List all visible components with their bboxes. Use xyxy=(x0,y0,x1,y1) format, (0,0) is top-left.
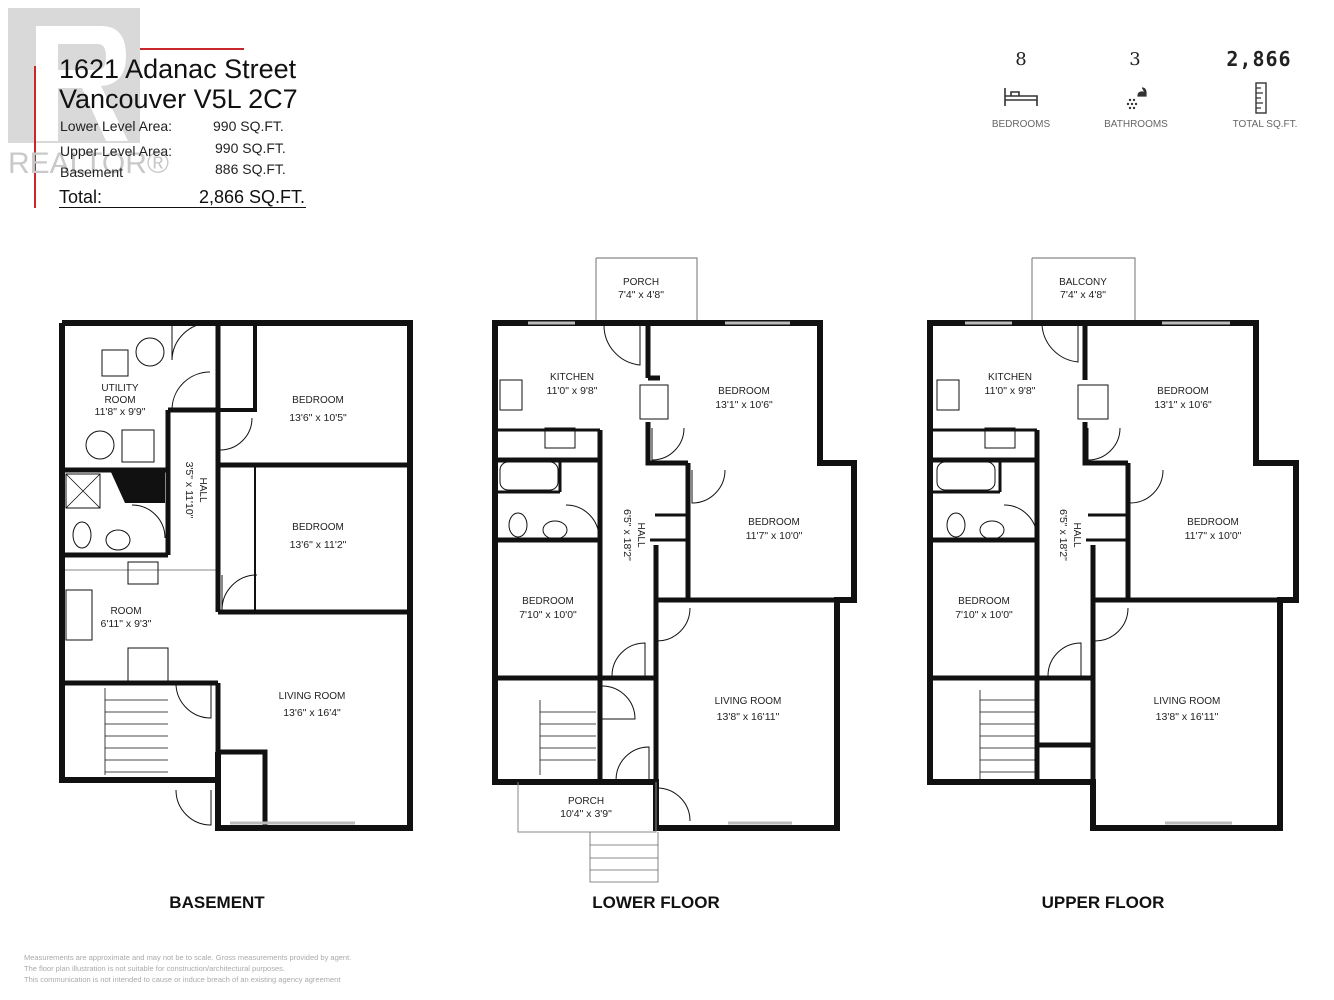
upper-bedroom1-dim: 13'1" x 10'6" xyxy=(1154,399,1212,411)
lower-living-name: LIVING ROOM xyxy=(715,696,782,707)
disclaimer-line1: Measurements are approximate and may not… xyxy=(24,953,352,962)
basement-living-dim: 13'6" x 16'4" xyxy=(283,707,341,719)
upper-hall-name: HALL xyxy=(1071,522,1082,547)
basement-room-dim: 6'11" x 9'3" xyxy=(101,618,152,630)
upper-floor-plan xyxy=(927,257,1299,831)
lower-level-value: 990 SQ.FT. xyxy=(213,118,284,134)
upper-floor-title: UPPER FLOOR xyxy=(1041,893,1165,912)
lower-living-dim: 13'8" x 16'11" xyxy=(717,711,780,723)
lower-level-label: Lower Level Area: xyxy=(60,118,173,134)
bathrooms-label: BATHROOMS xyxy=(1104,119,1168,130)
lower-kitchen-name: KITCHEN xyxy=(550,372,594,383)
basement-value: 886 SQ.FT. xyxy=(215,161,286,177)
upper-kitchen-name: KITCHEN xyxy=(988,372,1032,383)
bedrooms-label: BEDROOMS xyxy=(991,119,1051,130)
lower-porch-top-name: PORCH xyxy=(623,277,659,288)
address-line2: Vancouver V5L 2C7 xyxy=(59,84,298,114)
basement-bedroom1-dim: 13'6" x 10'5" xyxy=(289,412,347,424)
upper-balcony-name: BALCONY xyxy=(1059,277,1107,288)
realtor-logo: REALTOR® xyxy=(8,8,244,208)
lower-floor-plan xyxy=(492,257,857,883)
total-sqft-value: 2,866 xyxy=(1226,47,1292,71)
lower-bedroom1-dim: 13'1" x 10'6" xyxy=(715,399,773,411)
lower-bedroom3-dim: 7'10" x 10'0" xyxy=(519,609,577,621)
upper-level-label: Upper Level Area: xyxy=(60,143,173,159)
disclaimer-line3: This communication is not intended to ca… xyxy=(24,975,341,984)
basement-living-name: LIVING ROOM xyxy=(279,691,346,702)
basement-hall-dim: 3'5" x 11'10" xyxy=(183,462,195,519)
upper-kitchen-dim: 11'0" x 9'8" xyxy=(985,385,1036,397)
basement-title: BASEMENT xyxy=(169,893,265,912)
upper-living-dim: 13'8" x 16'11" xyxy=(1156,711,1219,723)
total-value: 2,866 SQ.FT. xyxy=(199,187,306,207)
basement-hall-name: HALL xyxy=(197,477,208,502)
basement-bedroom2-name: BEDROOM xyxy=(292,522,344,533)
basement-bedroom2-dim: 13'6" x 11'2" xyxy=(290,539,347,551)
lower-bedroom3-name: BEDROOM xyxy=(522,596,574,607)
upper-bedroom3-dim: 7'10" x 10'0" xyxy=(955,609,1013,621)
address-line1: 1621 Adanac Street xyxy=(59,54,297,84)
basement-plan xyxy=(59,320,413,831)
lower-porch-bottom-name: PORCH xyxy=(568,796,604,807)
lower-bedroom2-name: BEDROOM xyxy=(748,517,800,528)
basement-label: Basement xyxy=(60,164,124,180)
ruler-icon xyxy=(1255,82,1267,114)
lower-hall-dim: 6'5" x 18'2" xyxy=(621,509,633,561)
bed-icon xyxy=(1004,88,1038,106)
realtor-logo-text: REALTOR® xyxy=(8,147,169,180)
lower-bedroom1-name: BEDROOM xyxy=(718,386,770,397)
lower-hall-name: HALL xyxy=(635,522,646,547)
basement-room-name: ROOM xyxy=(110,606,141,617)
upper-hall-dim: 6'5" x 18'2" xyxy=(1057,509,1069,561)
basement-utility-dim: 11'8" x 9'9" xyxy=(95,406,146,418)
lower-bedroom2-dim: 11'7" x 10'0" xyxy=(746,530,803,542)
upper-level-value: 990 SQ.FT. xyxy=(215,140,286,156)
shower-icon xyxy=(1126,87,1147,110)
upper-bedroom2-name: BEDROOM xyxy=(1187,517,1239,528)
lower-porch-top-dim: 7'4" x 4'8" xyxy=(618,289,664,301)
disclaimer-line2: The floor plan illustration is not suita… xyxy=(24,964,285,973)
lower-kitchen-dim: 11'0" x 9'8" xyxy=(547,385,598,397)
upper-bedroom2-dim: 11'7" x 10'0" xyxy=(1185,530,1242,542)
upper-bedroom3-name: BEDROOM xyxy=(958,596,1010,607)
total-label: Total: xyxy=(59,187,103,207)
upper-balcony-dim: 7'4" x 4'8" xyxy=(1060,289,1106,301)
basement-bedroom1-name: BEDROOM xyxy=(292,395,344,406)
upper-living-name: LIVING ROOM xyxy=(1154,696,1221,707)
total-sqft-label: TOTAL SQ.FT. xyxy=(1232,119,1298,130)
basement-utility-name1: UTILITY xyxy=(101,383,139,394)
bathrooms-count: 3 xyxy=(1129,49,1141,70)
upper-bedroom1-name: BEDROOM xyxy=(1157,386,1209,397)
total-underline xyxy=(59,207,306,208)
lower-porch-bottom-dim: 10'4" x 3'9" xyxy=(560,808,612,820)
lower-floor-title: LOWER FLOOR xyxy=(592,893,720,912)
basement-utility-name2: ROOM xyxy=(104,395,135,406)
bedrooms-count: 8 xyxy=(1015,49,1027,70)
